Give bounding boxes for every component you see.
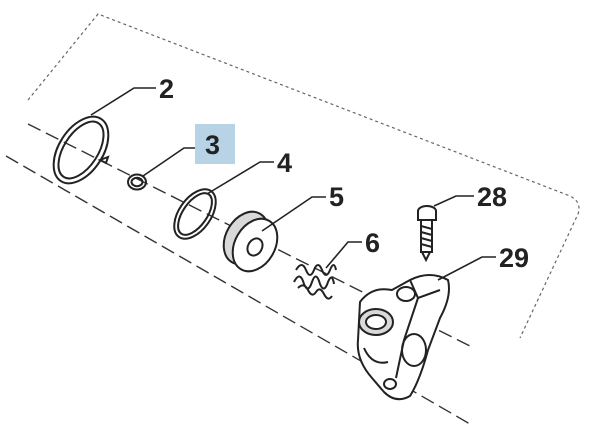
callout-28-label[interactable]: 28 [477,182,507,212]
part-29-caliper-body[interactable] [356,274,450,401]
callout-29-label[interactable]: 29 [499,243,529,273]
part-6-spring[interactable] [293,264,337,300]
part-2-snap-ring[interactable] [42,107,119,193]
leader-2 [90,87,156,116]
callout-4-label[interactable]: 4 [277,148,292,178]
leader-4 [206,161,274,195]
leader-29 [437,256,496,281]
callout-3-label[interactable]: 3 [205,130,220,160]
assembly-boundary [27,13,580,339]
part-3-small-oring[interactable] [127,173,147,191]
part-5-piston[interactable] [215,204,287,279]
part-4-oring[interactable] [166,182,224,246]
leader-3 [142,147,202,177]
callout-3-highlight [195,124,235,164]
leader-28 [433,195,474,207]
callout-6-label[interactable]: 6 [365,228,380,258]
leader-6 [325,241,362,269]
callout-5-label[interactable]: 5 [329,182,344,212]
part-28-bleed-screw[interactable] [417,205,437,263]
leader-5 [261,196,326,232]
callout-2-label[interactable]: 2 [159,74,174,104]
